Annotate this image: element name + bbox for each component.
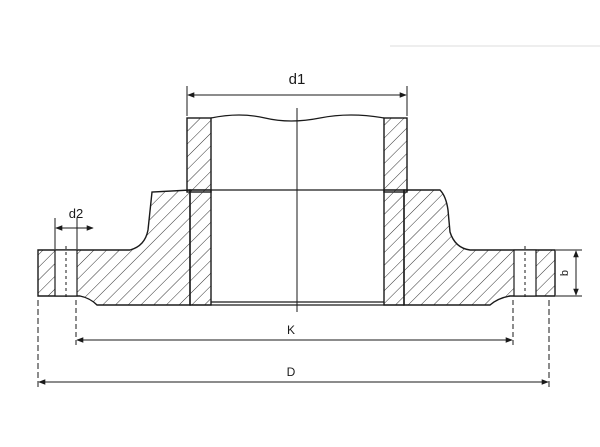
pipe-wall-left (186, 117, 212, 193)
dimension-d2-label: d2 (69, 206, 83, 221)
pipe-wall-right (383, 117, 408, 193)
dimension-b-label: b (559, 270, 571, 276)
dimension-D-label: D (287, 365, 296, 379)
dimension-K-label: K (287, 323, 295, 337)
dimension-d1-label: d1 (289, 71, 306, 88)
bore-wall-right (383, 189, 405, 306)
pipe-break-line (210, 114, 385, 122)
bore-wall-left (189, 189, 212, 306)
